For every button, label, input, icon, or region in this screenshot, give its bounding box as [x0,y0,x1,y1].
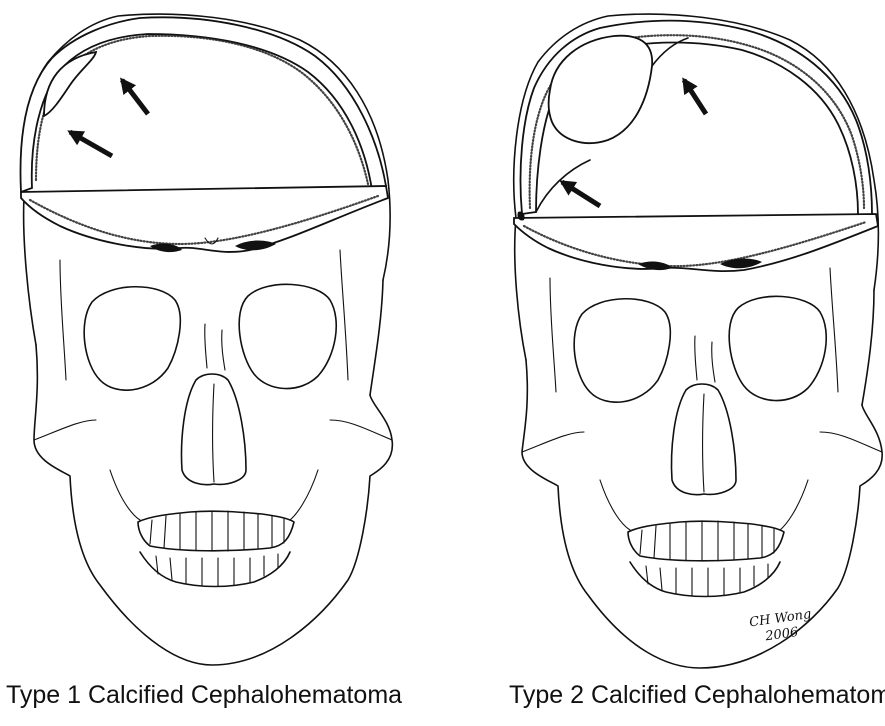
skull-illustration-type-1 [0,0,400,670]
lower-teeth [630,562,780,597]
artist-signature: CH Wong 2006 [748,607,814,646]
left-eye-socket [574,299,670,402]
caption-type-2: Type 2 Calcified Cephalohematoma [509,681,885,710]
bone-flap [20,17,386,192]
right-eye-socket [729,296,826,400]
caption-type-1: Type 1 Calcified Cephalohematoma [6,681,402,710]
skull-illustration-type-2: CH Wong 2006 [488,0,885,670]
upper-teeth [628,521,784,561]
upper-teeth [138,511,294,551]
left-eye-socket [84,287,180,390]
face-outline [522,360,882,668]
right-eye-socket [239,284,336,388]
arrow-1 [684,80,706,114]
lower-teeth [140,552,290,587]
arrow-2 [70,132,112,156]
arrow-1 [122,80,148,114]
arrow-2 [562,182,600,206]
bone-cut-band [514,214,878,271]
